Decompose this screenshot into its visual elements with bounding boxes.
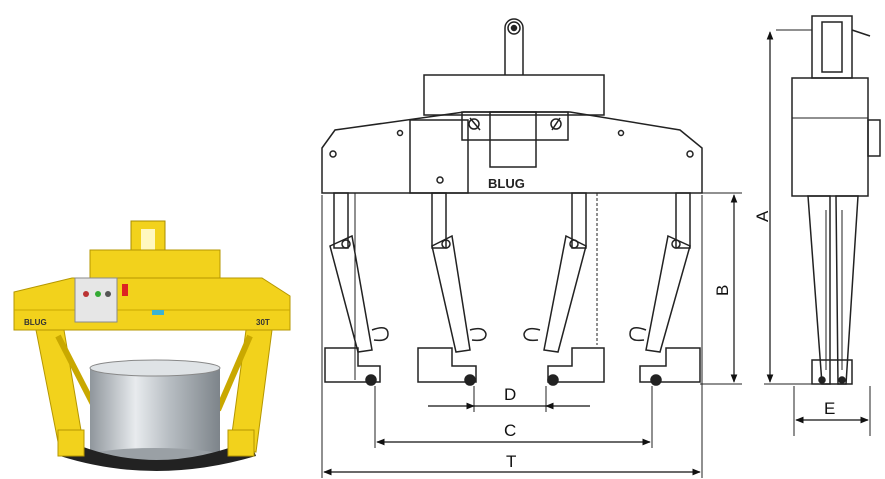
side-body [791, 77, 869, 197]
photo-brand-text: BLUG [24, 318, 47, 327]
machine-photo: BLUG 30T [13, 220, 291, 471]
side-dimensions [766, 31, 869, 424]
main-beam [13, 277, 291, 331]
photo-capacity-text: 30T [256, 318, 270, 327]
extension-lines [321, 192, 742, 478]
dim-t-label: T [506, 452, 516, 471]
top-block [89, 249, 221, 283]
hanger-rods [333, 192, 691, 380]
side-view [764, 15, 881, 436]
grip-feet [324, 347, 701, 386]
drum [89, 359, 221, 464]
control-cabinet [74, 277, 118, 323]
grip-ring [60, 440, 256, 471]
right-leg [229, 329, 273, 453]
dim-a-label: A [753, 210, 772, 222]
top-box [423, 74, 605, 116]
front-brand-text: BLUG [488, 176, 525, 191]
shackle [504, 18, 524, 75]
clamp-arms [329, 234, 691, 353]
front-view: BLUG [321, 18, 742, 478]
dim-d-label: D [504, 385, 516, 404]
dim-c-label: C [504, 421, 516, 440]
dim-e-label: E [824, 399, 835, 418]
front-dimensions [323, 194, 738, 476]
dim-b-label: B [713, 285, 732, 296]
